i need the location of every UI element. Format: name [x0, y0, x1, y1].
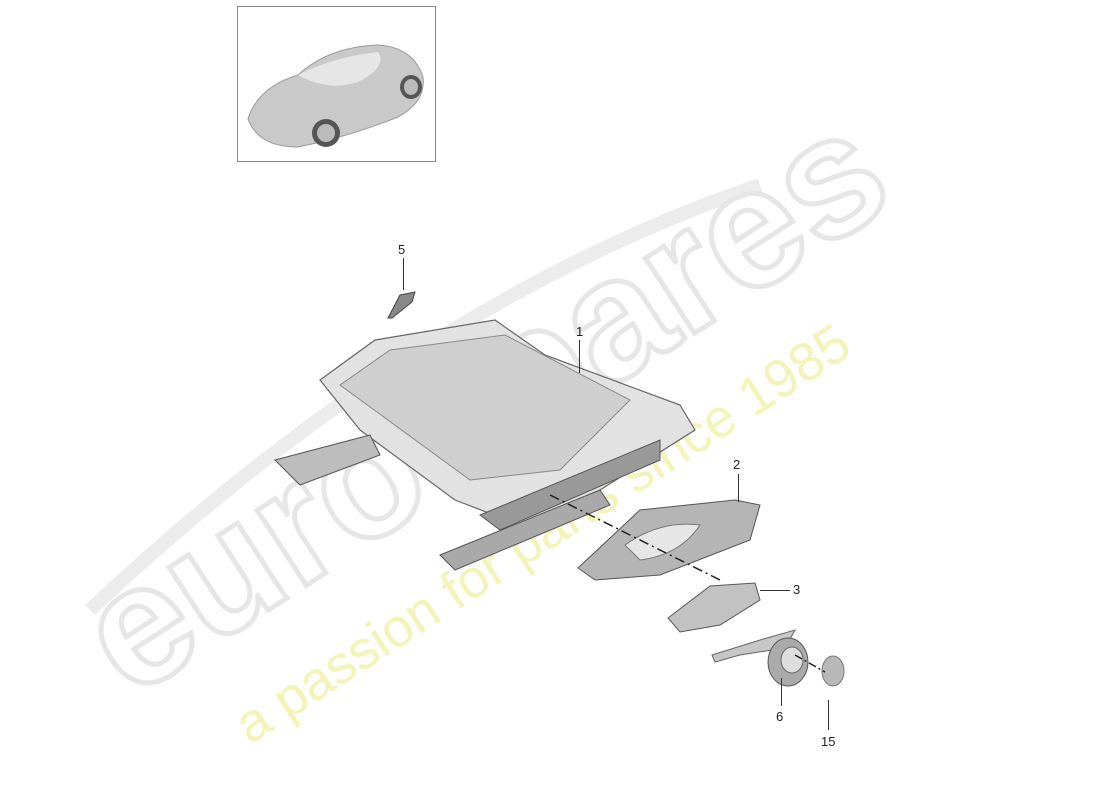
car-icon [247, 44, 424, 148]
part-6-knob[interactable] [711, 629, 809, 687]
part-1-seat-frame[interactable] [274, 319, 696, 571]
callout-15: 15 [821, 734, 836, 749]
part-5-bracket[interactable] [387, 291, 416, 319]
part-3-switch-panel[interactable] [667, 582, 761, 633]
callout-5: 5 [398, 242, 406, 257]
leader-line-1 [579, 340, 580, 373]
leader-line-6 [781, 678, 782, 706]
car-thumbnail[interactable] [237, 6, 436, 162]
leader-line-3 [760, 590, 790, 591]
part-15-cap[interactable] [821, 655, 845, 687]
callout-6: 6 [776, 709, 784, 724]
leader-line-15 [828, 700, 829, 730]
leader-line-2 [738, 474, 739, 502]
callout-2: 2 [733, 457, 741, 472]
callout-3: 3 [793, 582, 801, 597]
callout-1: 1 [576, 324, 584, 339]
leader-line-5 [403, 258, 404, 290]
